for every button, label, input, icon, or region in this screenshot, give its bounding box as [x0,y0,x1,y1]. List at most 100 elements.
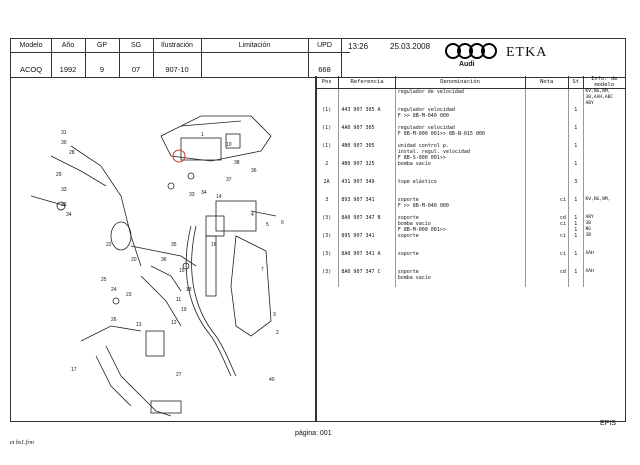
svg-text:1: 1 [201,132,204,138]
brand-name: Audi [459,61,475,68]
cell-info: 3B [583,233,625,251]
cell-pos: (1) [315,107,340,125]
cell-st: 3 [568,179,584,197]
svg-text:6: 6 [281,220,284,226]
cell-st: 1 [568,269,584,287]
svg-text:2: 2 [276,330,279,336]
cell-info [583,161,625,179]
cell-den: bomba vacío [395,161,526,179]
cell-den-line: regulador de velocidad [397,89,464,95]
cell-nota: cd ci [525,215,569,233]
cell-pos: (3) [315,269,340,287]
col-den: Denominación [395,76,526,89]
svg-text:34: 34 [201,190,207,196]
col-st: St [568,76,584,89]
cell-pos: (1) [315,125,340,143]
footer-epis: EPIS [600,420,616,427]
cell-info [583,125,625,143]
cell-info-line: 3B [585,233,592,238]
cell-pos: (1) [315,143,340,161]
svg-text:29: 29 [56,172,62,178]
cell-pos: 2 [315,161,340,179]
cell-info [583,107,625,125]
cell-info-line: NG [585,227,592,232]
cell-info-line: ABY [585,215,594,220]
cell-info-line: 3B,AAH,ABC [585,95,614,100]
cell-st: 1 1 1 [568,215,584,233]
cell-den-line: F 8B-M-000 001>> [397,227,446,233]
svg-text:31: 31 [61,130,67,136]
svg-text:12: 12 [171,320,177,326]
col-ref: Referencia [338,76,396,89]
audi-rings-icon [445,43,497,59]
cell-nota [525,161,569,179]
svg-text:13: 13 [136,322,142,328]
cell-den-line: tope elástico [397,179,437,185]
cell-info: KV,NG,NM, [583,197,625,215]
header-divider [11,52,350,53]
cell-st [568,88,584,107]
footer-page: página: 001 [295,430,332,437]
cell-den-line: soporte [397,215,419,221]
svg-text:33: 33 [61,187,67,193]
cell-st: 1 [568,251,584,269]
cell-den-line: instal. regul. velocidad [397,149,470,155]
col-nota: Nota [525,76,569,89]
svg-text:27: 27 [176,372,182,378]
cell-den: soporte [395,251,526,269]
parts-row[interactable]: regulador de velocidad KV,NG,NM,3B,AAH,AB… [315,88,625,108]
cell-st: 1 [568,161,584,179]
cell-pos: (3) [315,233,340,251]
svg-text:14: 14 [216,194,222,200]
svg-text:22: 22 [106,242,112,248]
svg-text:5: 5 [266,222,269,228]
svg-text:4: 4 [251,212,254,218]
cell-ref: 893 907 341 [338,197,396,215]
svg-text:17: 17 [71,367,77,373]
svg-text:36: 36 [251,168,257,174]
cell-den-line: bomba vacío [397,275,431,281]
cell-nota [525,107,569,125]
cell-info-line: ABY [585,101,594,106]
svg-text:11: 11 [176,297,181,303]
cell-info-line: AAH [585,269,594,274]
svg-text:36: 36 [161,257,167,263]
cell-den-line: regulador velocidad [397,125,455,131]
cell-info-line: 3B [585,221,592,226]
cell-den-line: soporte [397,251,419,257]
cell-info [583,143,625,161]
parts-table-header: Pos Referencia Denominación Nota St Info… [315,76,625,89]
cell-den: regulador de velocidad [395,88,526,107]
cell-st: 1 [568,143,584,161]
cell-pos: 3 [315,197,340,215]
svg-text:26: 26 [111,317,117,323]
svg-text:34: 34 [66,212,72,218]
svg-text:7: 7 [261,267,264,273]
cell-den: tope elástico [395,179,526,197]
cell-den-line: F >> 8B-M-040 000 [397,113,449,119]
cell-pos: 2A [315,179,340,197]
svg-text:20: 20 [131,257,137,263]
